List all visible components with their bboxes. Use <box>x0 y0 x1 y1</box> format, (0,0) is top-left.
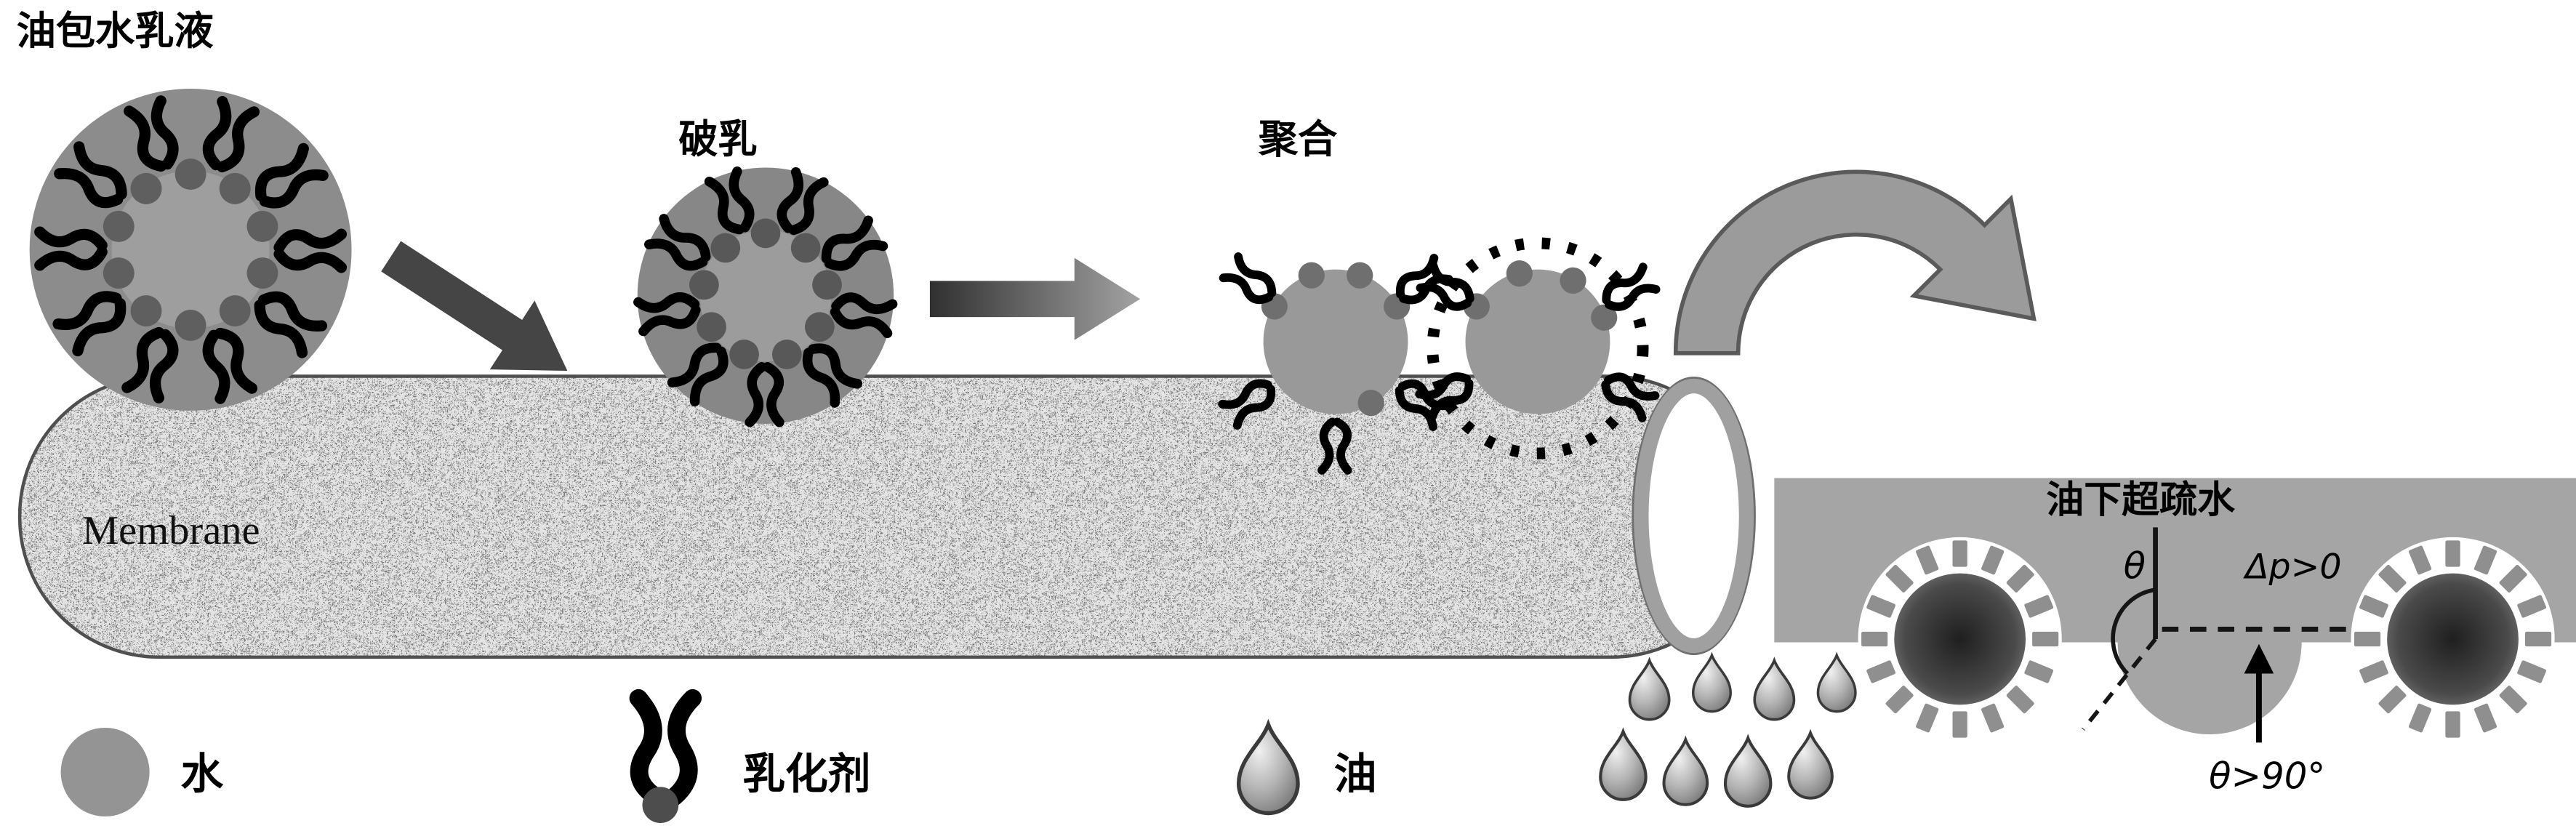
tangent-dashed-line <box>2081 638 2157 731</box>
legend-label-emulsifier: 乳化剂 <box>742 751 870 798</box>
surface-dots <box>1463 260 1618 331</box>
legend: 水 乳化剂 油 <box>60 698 1377 824</box>
pressure-arrow-head <box>2244 643 2274 674</box>
water-drop <box>1725 738 1770 806</box>
angle-condition-label: θ>90° <box>2209 755 2325 798</box>
water-drop <box>1816 654 1857 713</box>
surface-dots <box>1261 262 1411 417</box>
water-drop <box>1787 731 1834 800</box>
legend-label-oil: 油 <box>1334 751 1377 798</box>
dotted-highlight-circle <box>1427 237 1649 459</box>
membrane-body <box>20 376 1752 657</box>
water-drop <box>1691 654 1732 713</box>
stage-label-coalescence: 聚合 <box>1258 118 1338 161</box>
figure-title: 油包水乳液 <box>17 9 214 53</box>
panel-title: 油下超疏水 <box>2046 479 2236 521</box>
stage-label-demulsification: 破乳 <box>678 118 757 161</box>
process-arrow-2 <box>929 257 1141 340</box>
emulsion-droplet <box>29 89 352 411</box>
water-circle-icon <box>60 728 150 817</box>
inner-water-dots <box>689 218 842 369</box>
membrane-opening-rim <box>1632 377 1756 656</box>
emulsifier-icon <box>638 698 693 824</box>
inner-water-dots <box>103 158 278 341</box>
membrane-label: Membrane <box>82 508 260 553</box>
legend-label-water: 水 <box>181 751 224 798</box>
water-drop <box>1753 659 1796 721</box>
membrane-cylinder: Membrane <box>17 374 1756 659</box>
curved-arrow <box>1673 169 2037 356</box>
membrane-opening <box>1634 378 1754 654</box>
coalesced-droplet-a <box>1222 257 1448 470</box>
pressure-label: Δp>0 <box>2243 547 2342 587</box>
coalesced-droplet-b <box>1419 260 1656 418</box>
contact-angle-arc <box>2111 587 2156 675</box>
oil-drop-icon <box>1239 724 1298 813</box>
water-drop <box>1600 731 1645 800</box>
water-drop <box>1662 738 1709 806</box>
demulsifying-droplet <box>638 167 894 423</box>
underoil-panel: 油下超疏水 θ Δp>0 θ>90° <box>1774 478 2576 798</box>
contact-angle-symbol: θ <box>2124 545 2146 587</box>
hanging-water-droplet <box>2117 550 2302 735</box>
permeated-water-drops <box>1600 654 1857 806</box>
water-drop <box>1628 659 1671 721</box>
